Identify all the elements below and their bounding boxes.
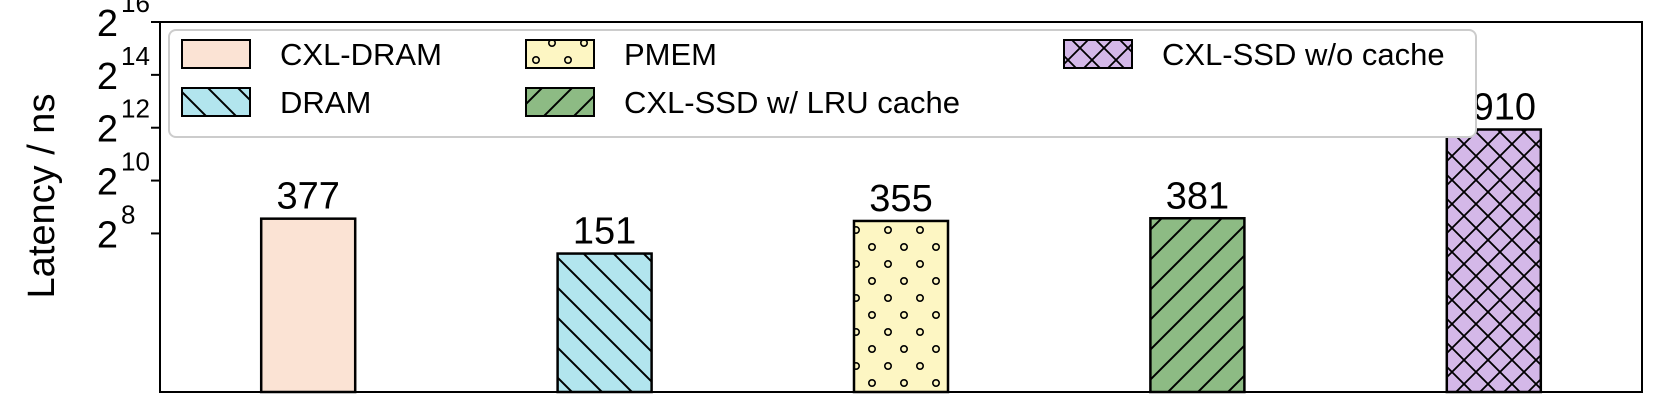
y-tick-label-base: 2 <box>97 109 118 151</box>
bar-hatch <box>557 253 652 392</box>
bar-outline <box>1445 128 1543 394</box>
legend: CXL-DRAM DRAM PMEM CXL-SSD w/ LRU cache CXL-… <box>168 29 1477 138</box>
legend-swatch-outline <box>181 39 251 69</box>
bar-hatch <box>854 220 948 392</box>
legend-swatch-hatch <box>526 40 594 68</box>
y-tick-label-exponent: 12 <box>121 94 150 124</box>
y-axis-label: Latency / ns <box>21 94 63 299</box>
legend-swatch-hatch <box>526 88 594 116</box>
legend-swatch-outline <box>525 39 595 69</box>
y-tick-label-exponent: 14 <box>121 41 150 71</box>
legend-swatch-hatch <box>182 88 250 116</box>
bar-value-label: 355 <box>869 178 932 220</box>
bar-value-label: 381 <box>1166 175 1229 217</box>
bar-outline <box>556 252 653 394</box>
legend-swatch-outline <box>1063 39 1133 69</box>
y-tick-label-exponent: 10 <box>121 147 150 177</box>
bar-outline <box>1149 217 1246 394</box>
y-tick-label-base: 2 <box>97 162 118 204</box>
legend-label: CXL-DRAM <box>280 37 442 72</box>
legend-frame <box>168 29 1477 138</box>
y-tick-label-base: 2 <box>97 214 118 256</box>
y-tick-label-base: 2 <box>97 3 118 45</box>
bar-value-label: 151 <box>573 211 636 253</box>
legend-label: PMEM <box>624 37 717 72</box>
y-tick-label-base: 2 <box>97 56 118 98</box>
bar-outline <box>852 219 950 394</box>
bar-hatch <box>1446 129 1541 392</box>
legend-swatch-hatch <box>1064 40 1132 68</box>
legend-swatch-fill <box>182 40 250 68</box>
legend-swatch-outline <box>525 87 595 117</box>
bar-outline <box>259 217 357 394</box>
bar-hatch <box>1150 218 1245 392</box>
y-tick-label-exponent: 8 <box>121 199 135 229</box>
legend-label: CXL-SSD w/ LRU cache <box>624 85 960 120</box>
y-tick-label-exponent: 16 <box>121 0 150 18</box>
legend-label: CXL-SSD w/o cache <box>1162 37 1445 72</box>
legend-swatch-outline <box>181 87 251 117</box>
bar-value-label: 377 <box>276 176 339 218</box>
bar-fill <box>261 218 356 392</box>
legend-label: DRAM <box>280 85 371 120</box>
